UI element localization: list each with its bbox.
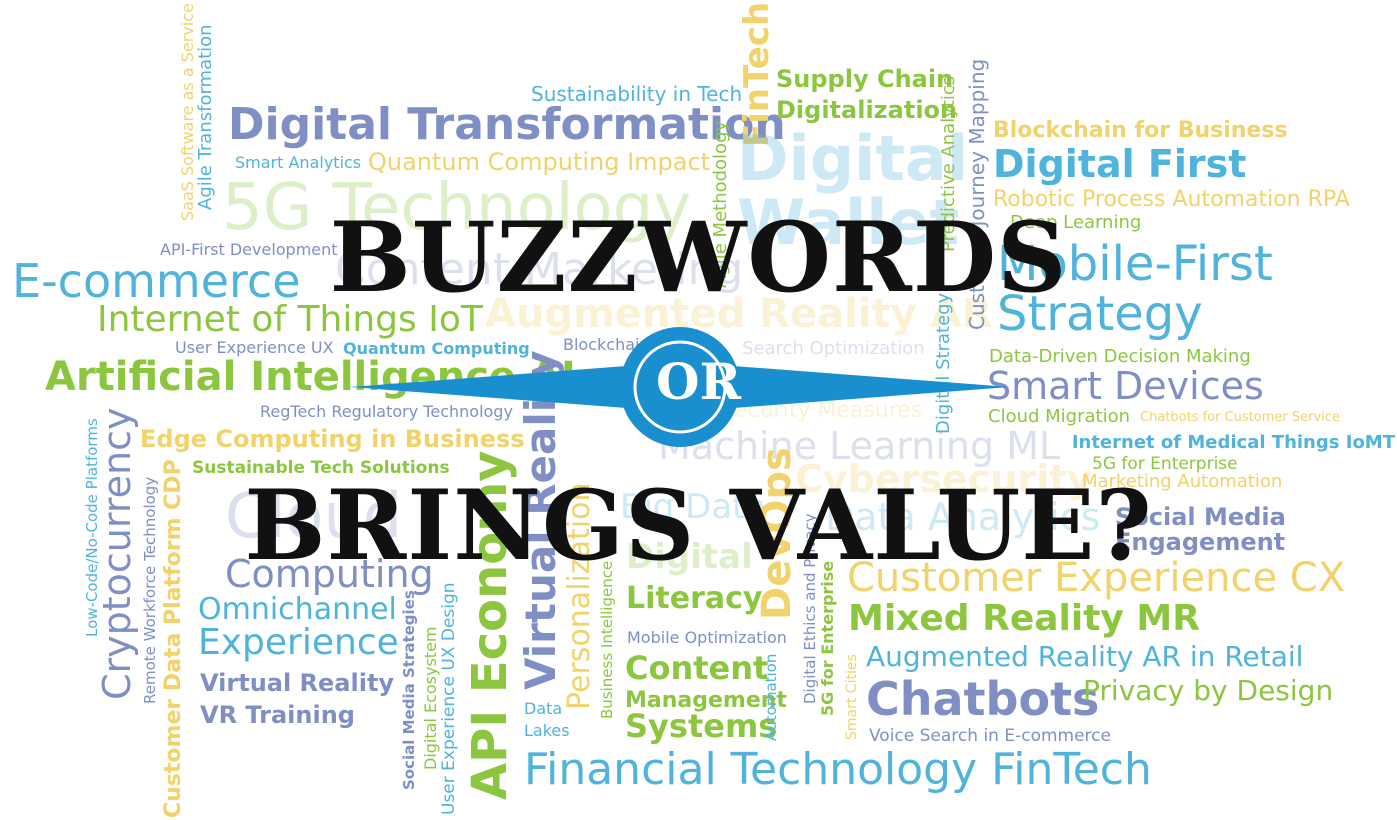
buzzword: Internet of Things IoT [97, 299, 483, 340]
headline-buzzwords: BUZZWORDS [329, 201, 1068, 314]
buzzword: 5G Technology [222, 171, 692, 245]
buzzword: User Experience UX [175, 338, 334, 357]
buzzword: Digital Transformation [228, 99, 786, 150]
buzzword: Chatbots [866, 672, 1100, 726]
buzzword: Big Data [620, 487, 767, 527]
right-arrow-shape [720, 365, 1010, 409]
buzzword: Social Media [1115, 503, 1286, 531]
buzzword: Strategy [997, 286, 1203, 342]
buzzword: Data [524, 699, 563, 718]
buzzword: Mobile-First [997, 236, 1273, 292]
buzzword: Digital [737, 122, 969, 195]
buzzword: Engagement [1115, 528, 1286, 556]
buzzword: Smart Analytics [235, 153, 362, 172]
buzzword: Literacy [626, 581, 763, 616]
buzzword: Social Media Strategies [400, 590, 418, 790]
buzzword: Sustainable Tech Solutions [192, 458, 450, 478]
buzzword: Robotic Process Automation RPA [993, 187, 1350, 212]
or-circle-ring [633, 340, 727, 434]
buzzword: E-commerce [12, 254, 301, 308]
headline-brings-value: BRINGS VALUE? [244, 469, 1153, 582]
buzzword: Blockchain [563, 335, 650, 354]
buzzword: Financial Technology FinTech [524, 744, 1152, 795]
buzzword: Quantum Computing [343, 339, 530, 358]
buzzword: Virtual Reality [200, 669, 395, 697]
buzzword: Cloud Migration [988, 406, 1131, 427]
buzzword: Quantum Computing Impact [368, 148, 711, 176]
buzzword: Edge Computing in Business [140, 425, 525, 453]
buzzword: Voice Search in E-commerce [869, 726, 1111, 746]
buzzword: Mobile Optimization [627, 628, 787, 647]
buzzword: Digital [626, 537, 753, 577]
buzzword: Digital First [993, 142, 1247, 186]
buzzword: Deep Learning [1010, 212, 1142, 233]
buzzword: Content Marketing [335, 244, 744, 295]
buzzword: Internet of Medical Things IoMT [1071, 432, 1395, 453]
buzzword: VR Training [200, 701, 355, 729]
buzzword: Systems [625, 707, 778, 745]
buzzword: Smart Devices [987, 364, 1264, 408]
headline-or: OR [655, 352, 742, 411]
buzzword: Supply Chain [776, 65, 954, 93]
buzzword: RegTech Regulatory Technology [260, 402, 513, 421]
buzzword: Blockchain for Business [993, 118, 1288, 143]
buzzword: Cloud [225, 479, 403, 552]
buzzword: Chatbots for Customer Service [1140, 410, 1340, 425]
buzzword: SaaS Software as a Service [178, 3, 197, 221]
buzzword: Omnichannel [198, 592, 397, 627]
buzzword: Customer Experience CX [847, 555, 1346, 601]
buzzword: Search Optimization [742, 338, 925, 359]
buzzword: Content [625, 649, 769, 687]
buzzword: Cybersecurity [795, 457, 1093, 501]
buzzword: Data-Driven Decision Making [989, 346, 1251, 367]
buzzword: Sustainability in Tech [531, 82, 743, 106]
buzzword: 5G for Enterprise [1092, 454, 1238, 474]
buzzword: Privacy by Design [1083, 674, 1334, 707]
buzzword: API-First Development [160, 240, 338, 259]
left-arrow-shape [350, 365, 640, 409]
or-circle [620, 327, 740, 447]
or-badge-graphic [350, 327, 1010, 447]
buzzword: Data Analytics [825, 495, 1101, 539]
buzzword: Computing [225, 552, 434, 596]
buzzword: Augmented Reality AR in Retail [866, 640, 1304, 673]
buzzword: Mixed Reality MR [848, 598, 1200, 639]
buzzword: User Experience UX Design [439, 582, 459, 815]
buzzword: Digital Ecosystem [421, 626, 440, 770]
buzzword: Marketing Automation [1082, 471, 1283, 492]
buzzword: Experience [198, 622, 399, 663]
buzzword: 5G for Enterprise [818, 560, 837, 716]
buzzword: Digitalization [776, 96, 958, 124]
buzzword: Machine Learning ML [658, 424, 1061, 468]
buzzword: Wallet [737, 186, 960, 259]
buzzword: Lakes [524, 721, 570, 740]
buzzword: Business Intelligence [598, 560, 616, 719]
buzzword: Smart Cities [844, 654, 860, 740]
buzzword: Management [625, 688, 787, 713]
buzzword: Augmented Reality AR [485, 291, 993, 337]
buzzword: Agile Transformation [195, 24, 216, 210]
buzzword: Automation [762, 653, 780, 741]
